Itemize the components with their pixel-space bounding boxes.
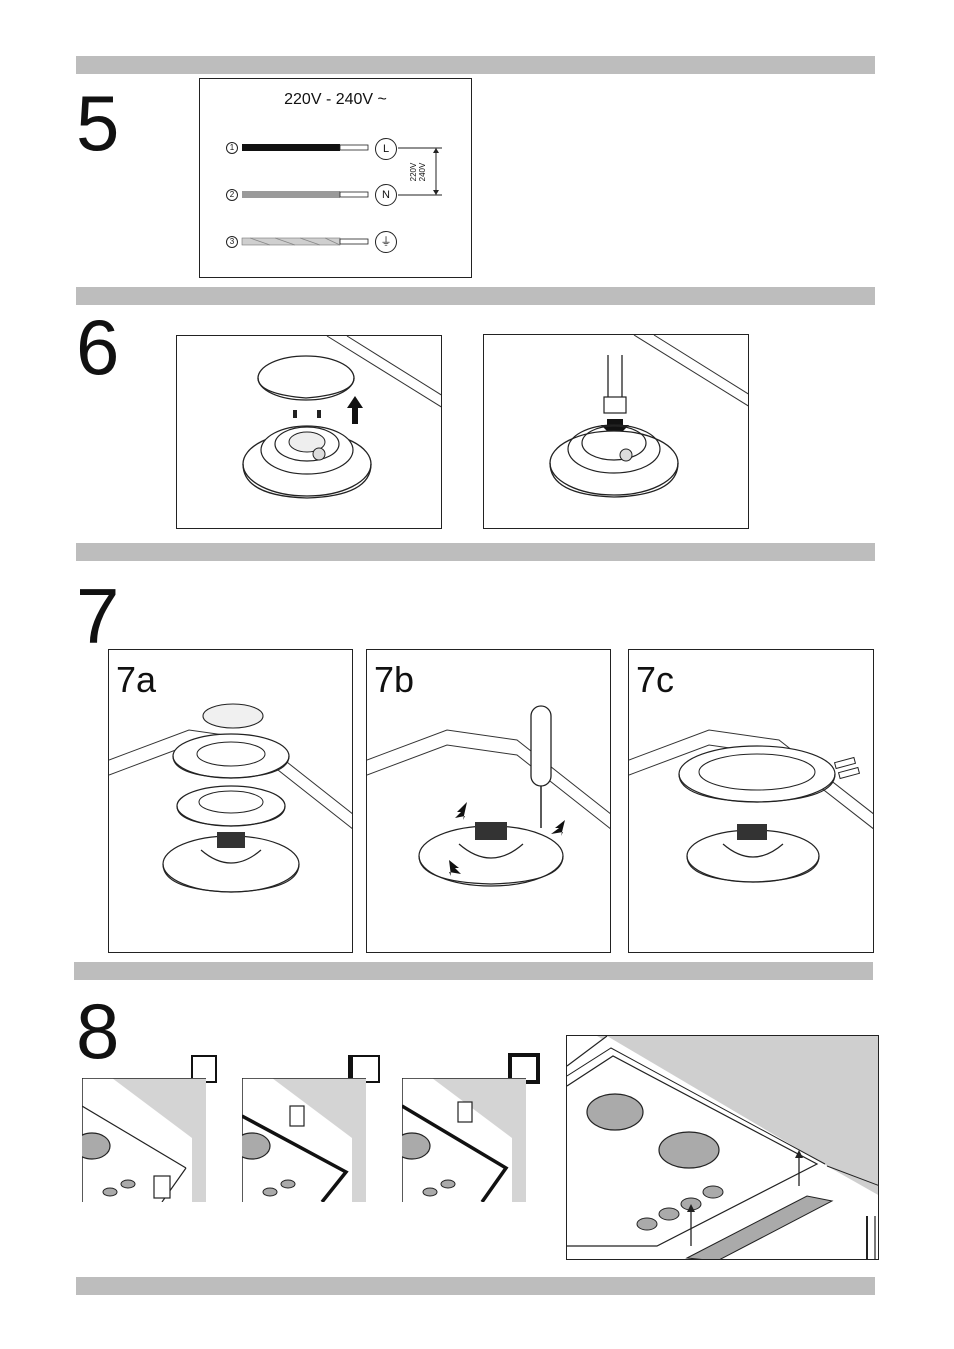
seal-step-2 — [242, 1078, 366, 1202]
burner-cap-removal-illustration — [176, 335, 442, 529]
wiring-diagram: 220V - 240V ~ 1 2 3 L N ⏚ 220V 240V — [199, 78, 472, 278]
wires-graphic — [200, 79, 472, 278]
voltage-line-1: 220V — [409, 163, 418, 182]
separator-bar — [76, 287, 875, 305]
terminal-ground-icon: ⏚ — [375, 231, 397, 253]
separator-bar — [76, 543, 875, 561]
seal-step-3 — [402, 1078, 526, 1202]
terminal-neutral: N — [375, 184, 397, 206]
sub-step-label-7c: 7c — [636, 662, 674, 698]
separator-bar — [74, 962, 873, 980]
sub-step-label-7b: 7b — [374, 662, 414, 698]
step-number-6: 6 — [76, 308, 117, 386]
step-number-5: 5 — [76, 84, 117, 162]
injector-screwdriver-illustration — [483, 334, 749, 529]
voltage-line-2: 240V — [418, 163, 427, 182]
hob-installation-illustration — [566, 1035, 879, 1260]
burner-screws-7b: 7b — [366, 649, 611, 953]
seal-step-1 — [82, 1078, 206, 1202]
step-number-8: 8 — [76, 992, 117, 1070]
separator-bar — [76, 1277, 875, 1295]
terminal-live: L — [375, 138, 397, 160]
separator-bar — [76, 56, 875, 74]
voltage-range-label: 220V 240V — [409, 157, 427, 187]
step-number-7: 7 — [76, 577, 117, 655]
burner-ring-removed-7c: 7c — [628, 649, 874, 953]
burner-disassembly-7a: 7a — [108, 649, 353, 953]
sub-step-label-7a: 7a — [116, 662, 156, 698]
